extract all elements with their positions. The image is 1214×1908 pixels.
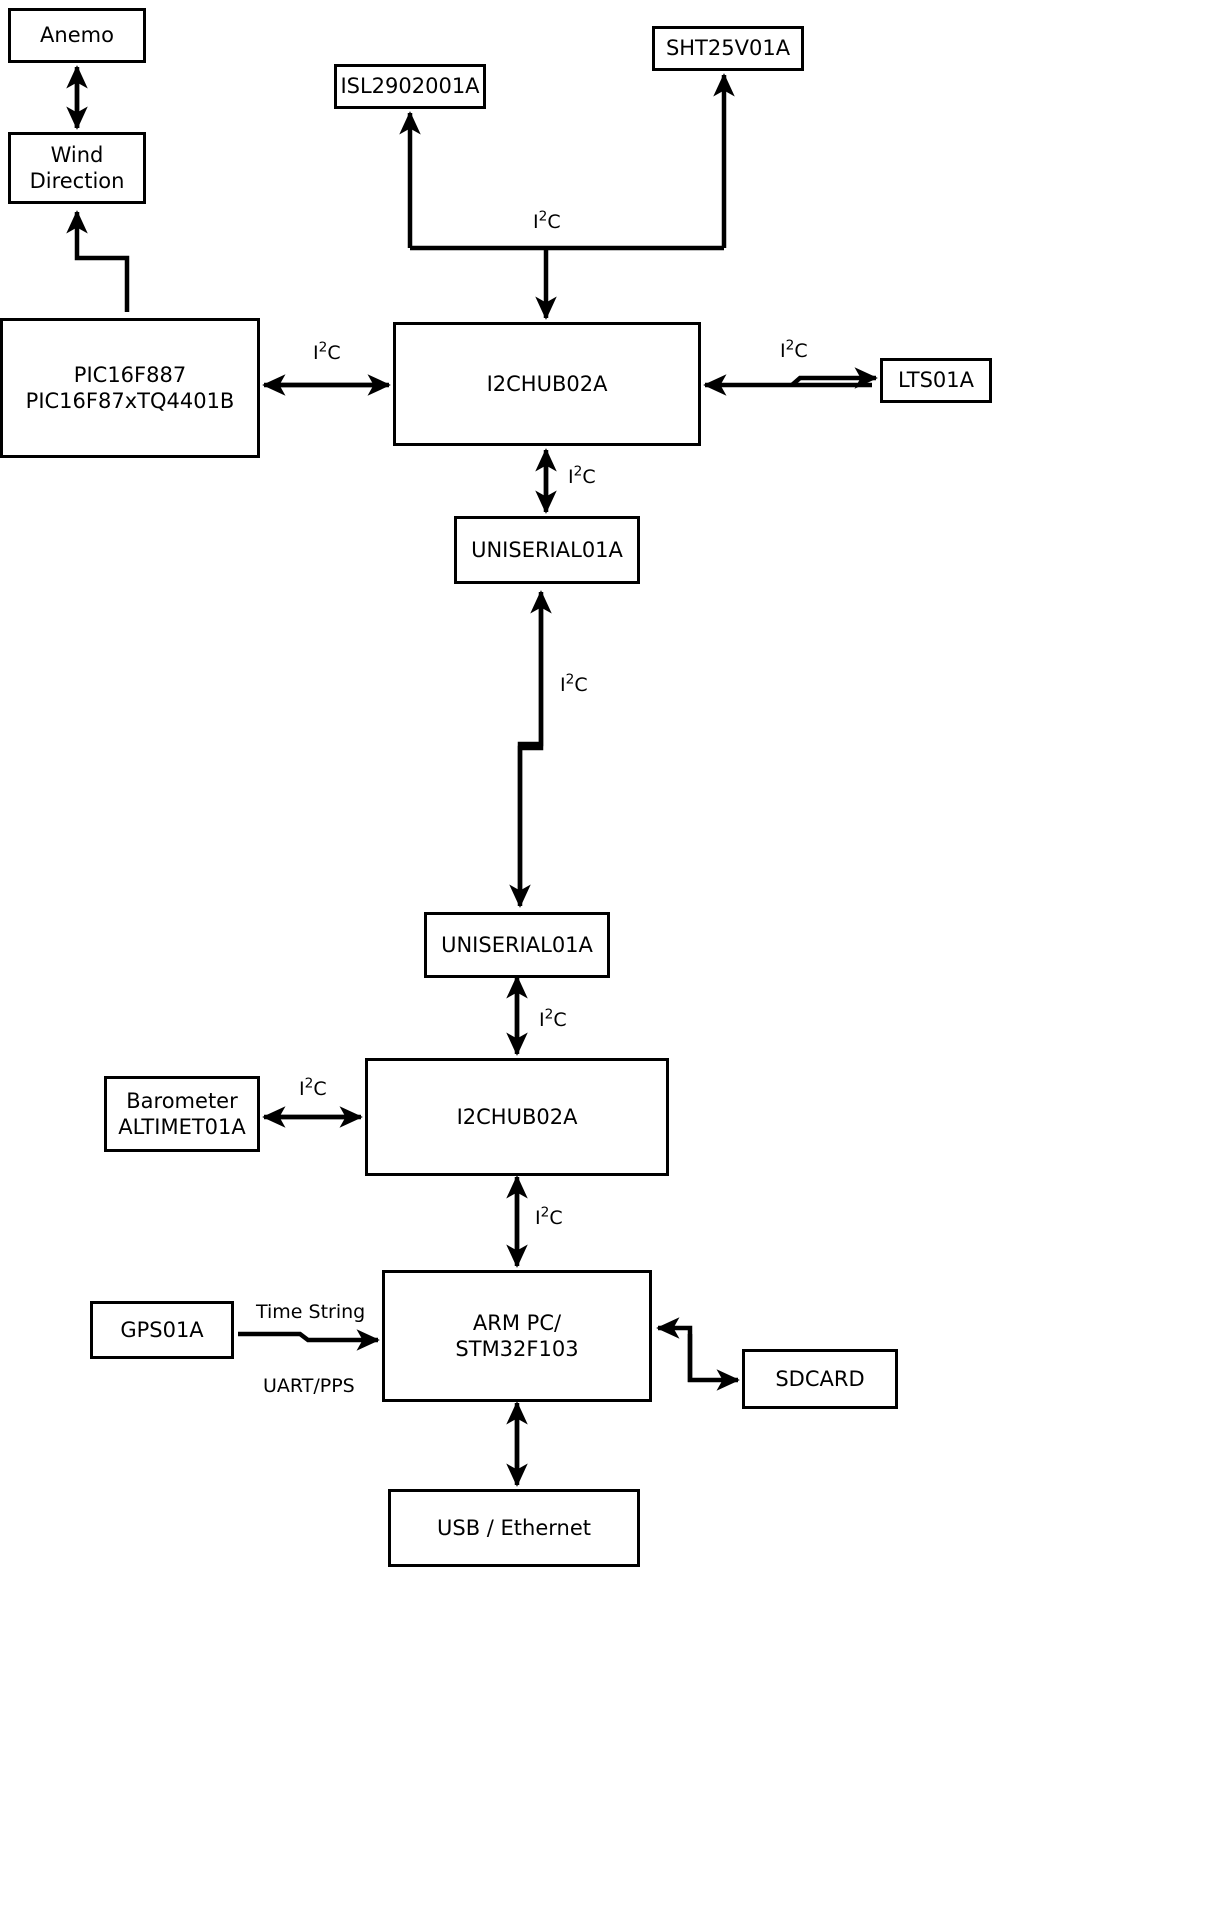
block-sdcard[interactable]: SDCARD — [742, 1349, 898, 1409]
block-arm-pc-stm32f103[interactable]: ARM PC/ STM32F103 — [382, 1270, 652, 1402]
edge-label-i2c-hub-top-bus: I2C — [533, 208, 561, 233]
edge-label-uart-pps: UART/PPS — [263, 1375, 355, 1397]
block-i2chub02a-top[interactable]: I2CHUB02A — [393, 322, 701, 446]
block-uniserial01a-bottom[interactable]: UNISERIAL01A — [424, 912, 610, 978]
block-wind-direction[interactable]: Wind Direction — [8, 132, 146, 204]
block-lts01a[interactable]: LTS01A — [880, 358, 992, 403]
block-sht25v01a[interactable]: SHT25V01A — [652, 26, 804, 71]
edge-label-i2c-hub-arm: I2C — [535, 1204, 563, 1229]
block-anemo[interactable]: Anemo — [8, 8, 146, 63]
wire-uniserial-1-to-uniserial-2-up — [517, 590, 552, 896]
edge-label-i2c-uniserial2-hub: I2C — [539, 1006, 567, 1031]
block-uniserial01a-top[interactable]: UNISERIAL01A — [454, 516, 640, 584]
edge-label-i2c-pic-hub: I2C — [313, 339, 341, 364]
wire-gps01a-to-armpc — [238, 1329, 380, 1351]
block-isl2902001a[interactable]: ISL2902001A — [334, 64, 486, 109]
block-pic16f887[interactable]: PIC16F887 PIC16F87xTQ4401B — [0, 318, 260, 458]
edge-label-i2c-hub-uniserial: I2C — [568, 463, 596, 488]
block-i2chub02a-bottom[interactable]: I2CHUB02A — [365, 1058, 669, 1176]
block-gps01a[interactable]: GPS01A — [90, 1301, 234, 1359]
wire-sdcard-to-armpc — [656, 1317, 693, 1382]
wire-uniserial-1-to-uniserial-2-down — [509, 598, 544, 908]
wire-hubtop-to-lts01a — [790, 367, 878, 389]
wire-pic-to-wind-direction — [66, 210, 130, 312]
edge-label-i2c-hub-lts: I2C — [780, 337, 808, 362]
block-usb-ethernet[interactable]: USB / Ethernet — [388, 1489, 640, 1567]
edge-label-i2c-barometer-hub: I2C — [299, 1075, 327, 1100]
block-barometer-altimet01a[interactable]: Barometer ALTIMET01A — [104, 1076, 260, 1152]
edge-label-time-string: Time String — [256, 1301, 366, 1323]
wire-armpc-to-sdcard — [687, 1334, 740, 1391]
edge-label-i2c-uniserial-link: I2C — [560, 671, 588, 696]
